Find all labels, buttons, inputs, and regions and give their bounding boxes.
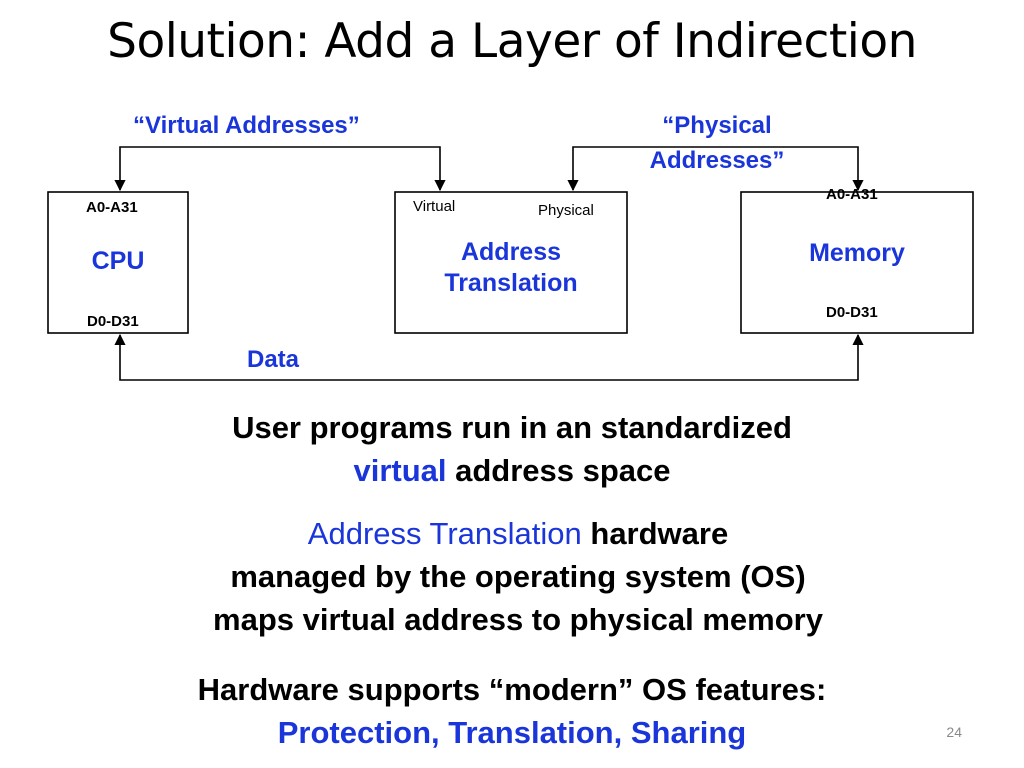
p3-line2: Protection, Translation, Sharing: [277, 715, 747, 750]
translation-virtual-input-label: Virtual: [413, 198, 456, 215]
p2-line1-rest: hardware: [581, 516, 729, 551]
p2-line1: Address Translation hardware: [6, 512, 1024, 555]
virtual-addresses-label: “Virtual Addresses”: [133, 112, 360, 139]
physical-address-line: [567, 146, 864, 192]
paragraph-os-features: Hardware supports “modern” OS features: …: [0, 668, 1024, 754]
physical-addresses-label-line1: “Physical: [662, 112, 772, 139]
memory-title: Memory: [809, 239, 905, 267]
p3-line1: Hardware supports “modern” OS features:: [197, 672, 827, 707]
cpu-data-pins: D0-D31: [87, 313, 139, 330]
translation-title-line2: Translation: [444, 269, 578, 297]
address-translation-box: [394, 191, 628, 334]
physical-addresses-label: “Physical Addresses”: [622, 108, 812, 178]
paragraph-virtual-address-space: User programs run in an standardized vir…: [0, 406, 1024, 492]
p1-line2-rest: address space: [446, 453, 671, 488]
p2-line3: maps virtual address to physical memory: [213, 602, 823, 637]
virtual-address-line: [114, 146, 446, 192]
slide-number: 24: [946, 724, 962, 740]
cpu-title: CPU: [91, 247, 145, 275]
p1-virtual-highlight: virtual: [353, 453, 447, 488]
memory-data-pins: D0-D31: [826, 304, 878, 321]
translation-title-line1: Address: [460, 238, 562, 266]
memory-address-pins: A0-A31: [826, 186, 878, 203]
p1-line1: User programs run in an standardized: [232, 410, 792, 445]
slide-title: Solution: Add a Layer of Indirection: [107, 14, 917, 69]
paragraph-address-translation: Address Translation hardware managed by …: [6, 512, 1024, 641]
memory-box: [740, 191, 974, 334]
data-bus-label: Data: [247, 346, 300, 373]
physical-addresses-label-line2: Addresses”: [649, 147, 785, 174]
translation-title: Address Translation: [395, 237, 627, 299]
cpu-address-pins: A0-A31: [86, 199, 138, 216]
p1-line2: virtual address space: [0, 449, 1024, 492]
p2-line2: managed by the operating system (OS): [230, 559, 806, 594]
data-bus-line: [114, 333, 864, 381]
cpu-box: [47, 191, 189, 334]
translation-physical-output-label: Physical: [538, 202, 594, 219]
p2-address-translation-highlight: Address Translation: [307, 516, 582, 551]
